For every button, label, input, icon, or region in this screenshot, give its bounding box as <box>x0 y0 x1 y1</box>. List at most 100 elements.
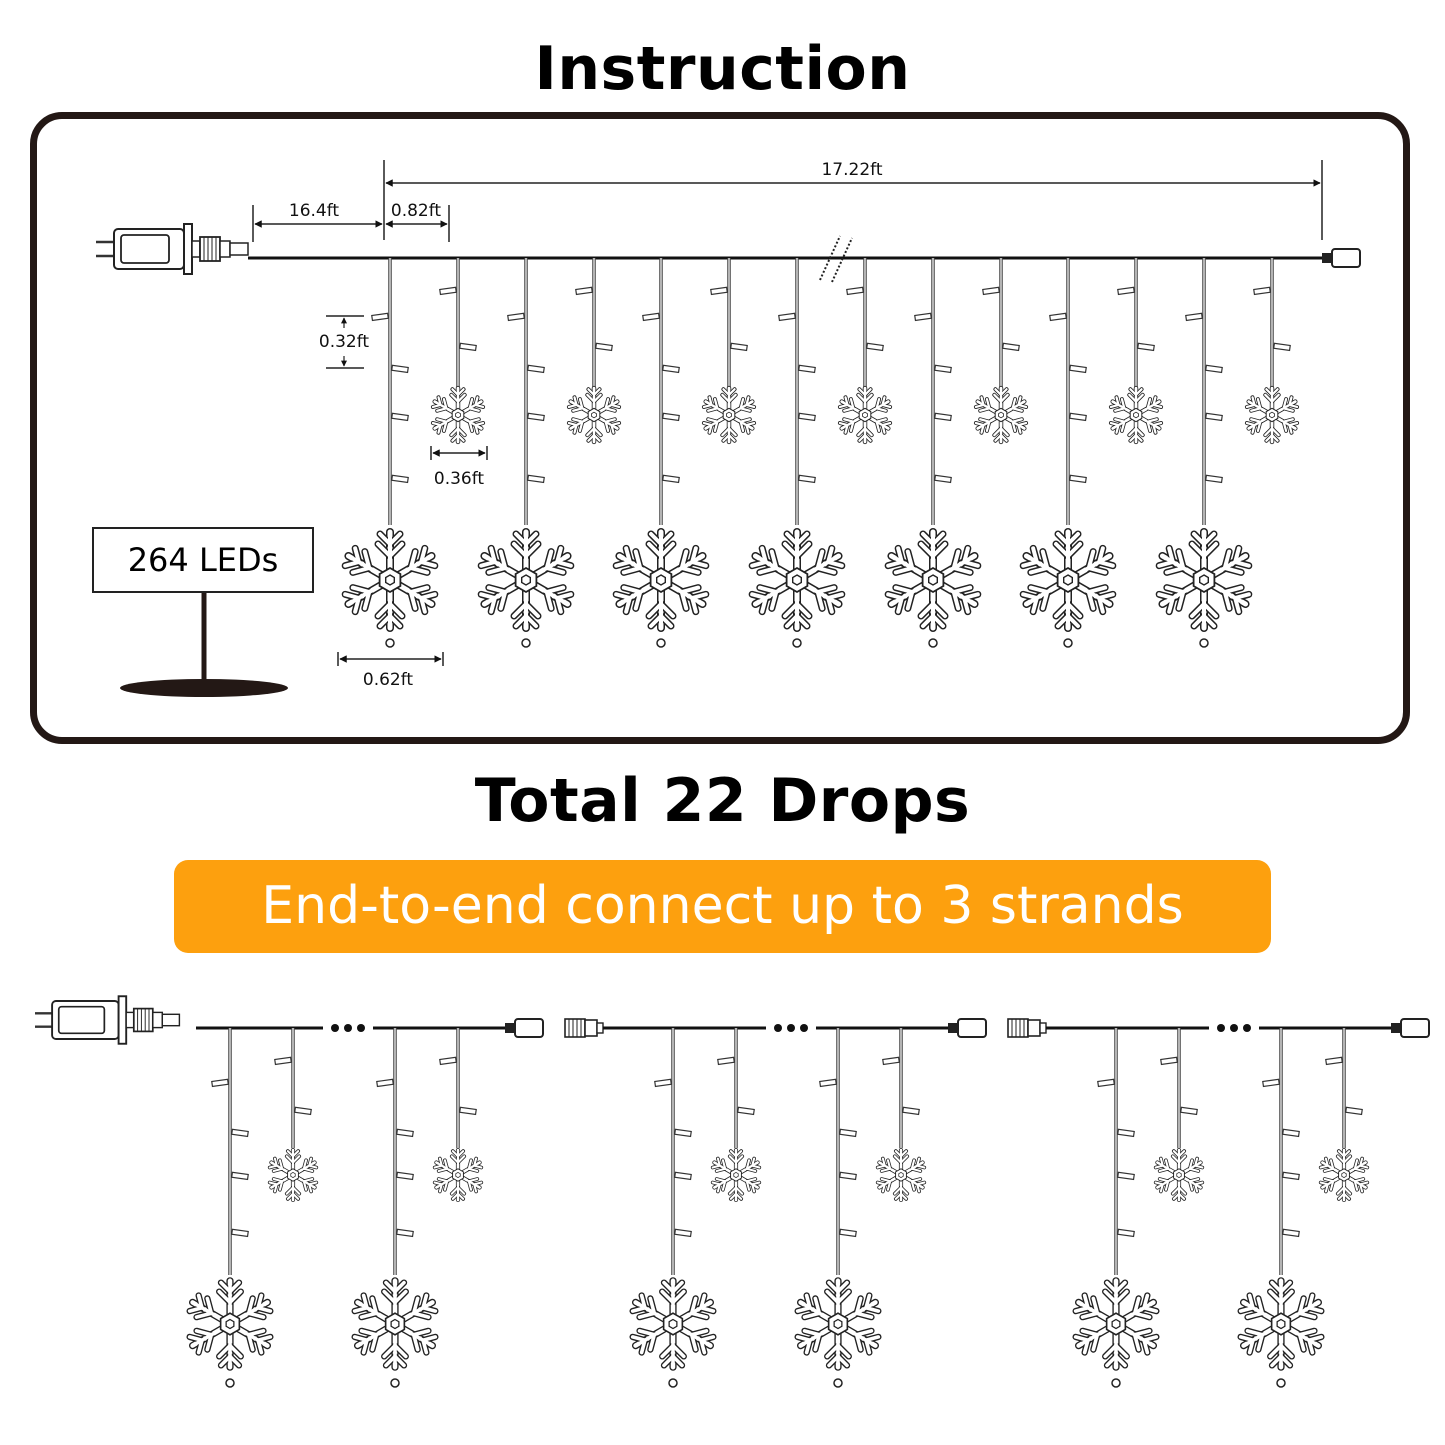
svg-text:0.36ft: 0.36ft <box>434 469 485 489</box>
instruction-panel <box>30 112 1410 744</box>
svg-text:0.32ft: 0.32ft <box>319 332 370 352</box>
large-snowflake-icon <box>352 1281 438 1367</box>
led-bulb-icon <box>674 1228 692 1238</box>
small-snowflake-icon <box>1154 1150 1203 1200</box>
led-bulb-icon <box>934 412 952 422</box>
small-snowflake-icon <box>876 1150 925 1200</box>
led-bulb-icon <box>819 1078 837 1088</box>
led-bulb-icon <box>1069 474 1087 484</box>
led-bulb-icon <box>1325 1056 1343 1066</box>
led-bulb-icon <box>662 474 680 484</box>
large-snowflake-icon <box>613 532 708 628</box>
led-bulb-icon <box>391 364 409 374</box>
led-bulb-icon <box>914 312 932 322</box>
led-bulb-icon <box>1205 474 1223 484</box>
led-bulb-icon <box>846 286 864 296</box>
input-connector-icon <box>564 1018 604 1038</box>
small-snowflake-icon <box>1109 388 1162 442</box>
led-bulb-icon <box>1117 1128 1135 1138</box>
end-connector-icon <box>504 1018 544 1038</box>
led-bulb-icon <box>642 312 660 322</box>
small-snowflake-icon <box>268 1150 317 1200</box>
svg-text:17.22ft: 17.22ft <box>821 160 882 180</box>
led-bulb-icon <box>1117 1171 1135 1181</box>
led-bulb-icon <box>376 1078 394 1088</box>
led-bulb-icon <box>1069 412 1087 422</box>
large-snowflake-icon <box>342 532 437 628</box>
led-bulb-icon <box>866 342 884 352</box>
svg-text:0.62ft: 0.62ft <box>363 670 414 690</box>
total-drops-title: Total 22 Drops <box>474 766 971 836</box>
led-bulb-icon <box>231 1228 249 1238</box>
led-bulb-icon <box>1117 1228 1135 1238</box>
small-snowflake-icon <box>974 388 1027 442</box>
led-bulb-icon <box>527 474 545 484</box>
led-bulb-icon <box>1180 1106 1198 1116</box>
led-bulb-icon <box>730 342 748 352</box>
led-bulb-icon <box>902 1106 920 1116</box>
led-bulb-icon <box>1282 1171 1300 1181</box>
led-bulb-icon <box>798 412 816 422</box>
end-connector-icon <box>947 1018 987 1038</box>
led-bulb-icon <box>391 412 409 422</box>
svg-text:0.82ft: 0.82ft <box>391 201 442 221</box>
led-bulb-icon <box>396 1171 414 1181</box>
led-bulb-icon <box>1160 1056 1178 1066</box>
led-bulb-icon <box>1273 342 1291 352</box>
large-snowflake-icon <box>795 1281 881 1367</box>
led-bulb-icon <box>459 1106 477 1116</box>
led-bulb-icon <box>1137 342 1155 352</box>
led-bulb-icon <box>1117 286 1135 296</box>
led-bulb-icon <box>798 364 816 374</box>
led-count-sign: 264 LEDs <box>92 527 314 593</box>
led-bulb-icon <box>595 342 613 352</box>
large-snowflake-icon <box>1156 532 1251 628</box>
led-bulb-icon <box>294 1106 312 1116</box>
led-bulb-icon <box>1262 1078 1280 1088</box>
led-bulb-icon <box>839 1128 857 1138</box>
small-snowflake-icon <box>567 388 620 442</box>
led-bulb-icon <box>439 286 457 296</box>
led-bulb-icon <box>1185 312 1203 322</box>
large-snowflake-icon <box>630 1281 716 1367</box>
led-bulb-icon <box>798 474 816 484</box>
large-snowflake-icon <box>1073 1281 1159 1367</box>
led-bulb-icon <box>674 1128 692 1138</box>
large-snowflake-icon <box>1020 532 1115 628</box>
input-connector-icon <box>1007 1018 1047 1038</box>
led-bulb-icon <box>654 1078 672 1088</box>
end-connector-icon <box>1390 1018 1430 1038</box>
led-bulb-icon <box>211 1078 229 1088</box>
small-snowflake-icon <box>433 1150 482 1200</box>
svg-text:16.4ft: 16.4ft <box>289 201 340 221</box>
led-bulb-icon <box>839 1228 857 1238</box>
led-bulb-icon <box>934 474 952 484</box>
led-bulb-icon <box>710 286 728 296</box>
led-bulb-icon <box>1049 312 1067 322</box>
led-bulb-icon <box>1069 364 1087 374</box>
led-bulb-icon <box>982 286 1000 296</box>
led-bulb-icon <box>778 312 796 322</box>
led-bulb-icon <box>231 1171 249 1181</box>
led-bulb-icon <box>934 364 952 374</box>
large-snowflake-icon <box>749 532 844 628</box>
led-bulb-icon <box>1282 1228 1300 1238</box>
small-snowflake-icon <box>711 1150 760 1200</box>
led-bulb-icon <box>439 1056 457 1066</box>
power-adapter-icon <box>94 222 250 276</box>
led-bulb-icon <box>662 364 680 374</box>
led-bulb-icon <box>371 312 389 322</box>
led-bulb-icon <box>527 364 545 374</box>
led-bulb-icon <box>737 1106 755 1116</box>
page-title: Instruction <box>534 34 911 104</box>
large-snowflake-icon <box>187 1281 273 1367</box>
large-snowflake-icon <box>1238 1281 1324 1367</box>
small-snowflake-icon <box>431 388 484 442</box>
led-bulb-icon <box>1097 1078 1115 1088</box>
led-bulb-icon <box>274 1056 292 1066</box>
led-bulb-icon <box>1345 1106 1363 1116</box>
led-bulb-icon <box>1282 1128 1300 1138</box>
led-bulb-icon <box>527 412 545 422</box>
led-bulb-icon <box>396 1228 414 1238</box>
end-connector-icon <box>1321 248 1361 268</box>
